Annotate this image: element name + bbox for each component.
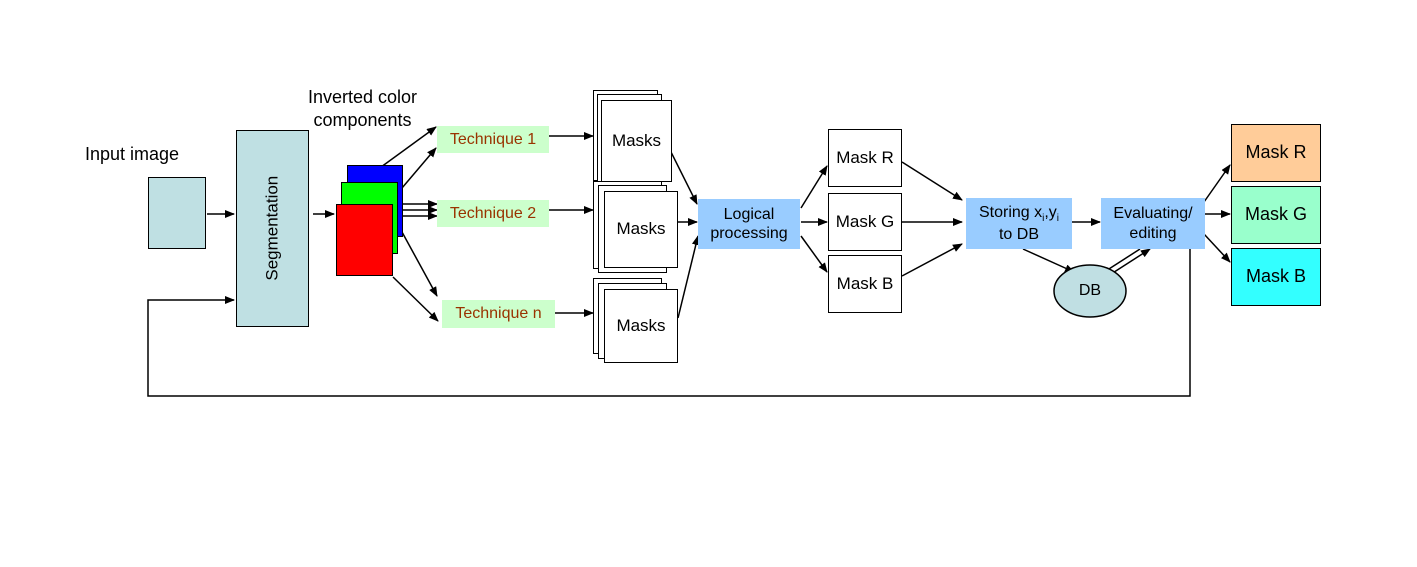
- input-image-label: Input image: [85, 144, 180, 164]
- arrow-evaluating-to-out-b: [1203, 233, 1231, 263]
- arrow-blue-to-tech1b: [401, 147, 437, 189]
- arrow-layer-to-techn-a: [401, 231, 438, 297]
- segmentation-node: Segmentation: [236, 130, 309, 327]
- inverted-color-label: Inverted color components: [308, 86, 417, 133]
- masks-node-1: Masks: [601, 100, 672, 182]
- arrow-evaluating-to-out-r: [1203, 164, 1231, 203]
- arrow-masksn-to-logical: [677, 235, 700, 319]
- arrow-layer-to-techn-b: [392, 276, 439, 322]
- evaluating-line2: editing: [1129, 224, 1177, 242]
- mask-r-node: Mask R: [828, 129, 902, 187]
- masks-n-label: Masks: [616, 315, 666, 335]
- mask-g-node: Mask G: [828, 193, 902, 251]
- inverted-color-label-line2: components: [313, 110, 412, 131]
- masks-2-label: Masks: [616, 219, 666, 239]
- input-image-box: [148, 177, 206, 249]
- feedback-loop-arrow: [147, 249, 1191, 397]
- technique-n-node: Technique n: [442, 300, 555, 328]
- storing-prefix: Storing x: [978, 203, 1043, 221]
- mask-b-node: Mask B: [828, 255, 902, 313]
- arrow-storing-to-db: [1022, 248, 1075, 273]
- output-mask-r-node: Mask R: [1231, 124, 1321, 182]
- masks-1-label: Masks: [611, 130, 662, 150]
- segmentation-label: Segmentation: [262, 176, 282, 281]
- storing-sub-1: i: [1042, 213, 1045, 224]
- storing-line1: Storing xi,yi: [979, 203, 1059, 225]
- inverted-color-label-line1: Inverted color: [308, 87, 418, 107]
- logical-processing-node: Logical processing: [698, 199, 800, 249]
- masks-node-2: Masks: [604, 191, 678, 268]
- output-mask-g-node: Mask G: [1231, 186, 1321, 244]
- masks-node-n: Masks: [604, 289, 678, 363]
- storing-comma: ,y: [1044, 203, 1057, 221]
- red-color-layer: [336, 204, 393, 276]
- technique-1-node: Technique 1: [437, 126, 549, 153]
- arrow-blue-to-tech1: [376, 126, 437, 171]
- arrow-logical-to-mask-b: [800, 235, 828, 273]
- logical-processing-line2: processing: [710, 225, 788, 242]
- db-node: [1053, 264, 1127, 318]
- db-label: DB: [1078, 282, 1102, 300]
- logical-processing-line1: Logical: [723, 205, 775, 223]
- storing-sub-2: i: [1056, 213, 1060, 224]
- arrow-mask-b-to-storing: [901, 243, 963, 277]
- arrow-logical-to-mask-r: [800, 165, 828, 209]
- technique-2-node: Technique 2: [437, 200, 549, 227]
- output-mask-b-node: Mask B: [1231, 248, 1321, 306]
- storing-line2: to DB: [998, 226, 1039, 243]
- storing-node: Storing xi,yi to DB: [966, 198, 1072, 249]
- evaluating-line1: Evaluating/: [1113, 205, 1193, 223]
- evaluating-node: Evaluating/ editing: [1101, 198, 1205, 249]
- arrow-mask-r-to-storing: [901, 161, 963, 201]
- arrow-masks1-to-logical: [669, 149, 698, 205]
